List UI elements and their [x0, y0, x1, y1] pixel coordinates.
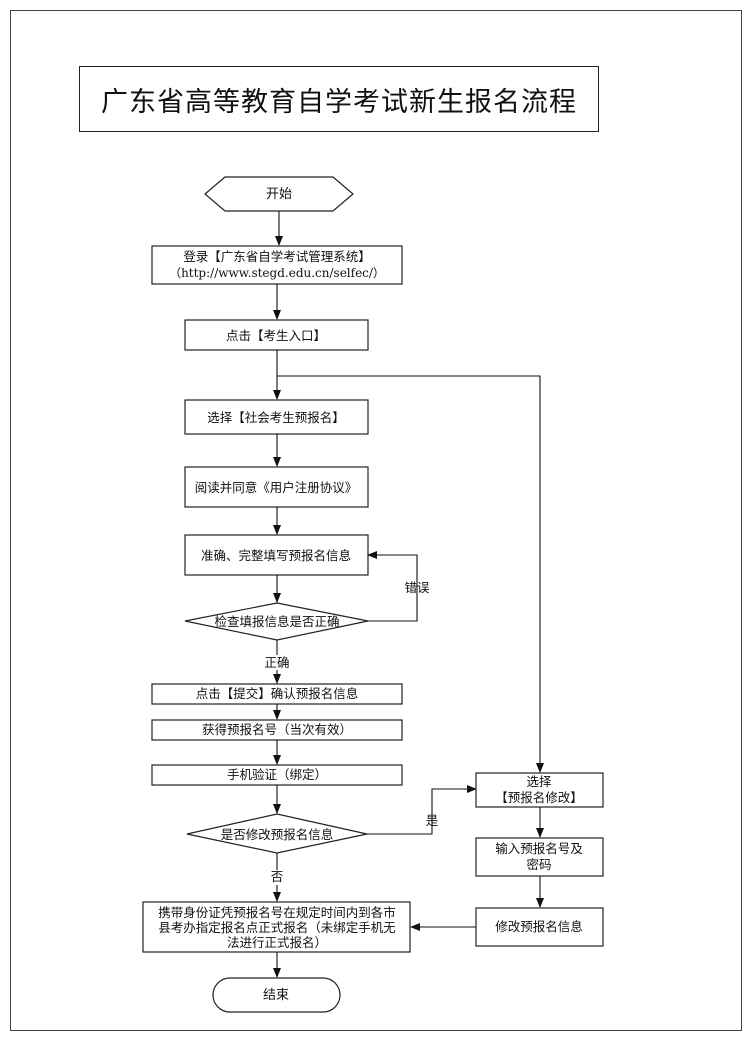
modify-question-label: 是否修改预报名信息 [221, 827, 334, 842]
get-number-label: 获得预报名号（当次有效） [202, 722, 352, 737]
login-label-line2: （http://www.stegd.edu.cn/selfec/） [169, 266, 385, 280]
start-node: 开始 [204, 176, 354, 212]
page-title: 广东省高等教育自学考试新生报名流程 [79, 66, 599, 132]
select-modify-node: 选择 【预报名修改】 [475, 772, 604, 808]
bring-id-label-line2: 县考办指定报名点正式报名（未绑定手机无 [158, 920, 396, 935]
page-border [10, 10, 742, 1031]
select-social-label: 选择【社会考生预报名】 [207, 410, 345, 425]
modify-question-diamond: 是否修改预报名信息 [186, 813, 368, 854]
end-label: 结束 [263, 988, 289, 1003]
yes-label: 是 [426, 813, 439, 828]
no-label: 否 [271, 869, 284, 884]
phone-verify-node: 手机验证（绑定） [151, 764, 403, 786]
select-modify-label-line1: 选择 [526, 774, 552, 789]
click-entry-node: 点击【考生入口】 [184, 319, 369, 351]
start-label: 开始 [266, 187, 292, 202]
click-submit-node: 点击【提交】确认预报名信息 [151, 683, 403, 705]
select-modify-label-line2: 【预报名修改】 [495, 790, 583, 805]
read-agree-label: 阅读并同意《用户注册协议》 [195, 480, 358, 495]
arrow-entry-selectmodify [277, 375, 544, 773]
click-entry-label: 点击【考生入口】 [226, 328, 326, 343]
login-node: 登录【广东省自学考试管理系统】 （http://www.stegd.edu.cn… [151, 245, 403, 285]
end-node: 结束 [212, 977, 341, 1013]
select-social-node: 选择【社会考生预报名】 [184, 399, 369, 435]
check-info-label: 检查填报信息是否正确 [214, 614, 339, 629]
login-label-line1: 登录【广东省自学考试管理系统】 [183, 249, 371, 264]
fill-info-label: 准确、完整填写预报名信息 [201, 548, 351, 563]
bring-id-label-line1: 携带身份证凭预报名号在规定时间内到各市 [158, 905, 396, 920]
modify-info-label: 修改预报名信息 [495, 919, 583, 934]
yes-branch: 是 [367, 785, 477, 835]
bring-id-label-line3: 法进行正式报名） [227, 935, 327, 950]
phone-verify-label: 手机验证（绑定） [227, 767, 327, 782]
error-label: 错误 [404, 580, 430, 595]
fill-info-node: 准确、完整填写预报名信息 [184, 534, 369, 576]
bring-id-node: 携带身份证凭预报名号在规定时间内到各市 县考办指定报名点正式报名（未绑定手机无 … [142, 901, 411, 953]
get-number-node: 获得预报名号（当次有效） [151, 719, 403, 741]
click-submit-label: 点击【提交】确认预报名信息 [196, 686, 359, 701]
check-info-diamond: 检查填报信息是否正确 [184, 602, 369, 641]
main-connectors [273, 211, 544, 978]
error-loop: 错误 [367, 551, 430, 622]
input-number-node: 输入预报名号及 密码 [475, 837, 604, 877]
read-agree-node: 阅读并同意《用户注册协议》 [184, 466, 369, 508]
correct-label: 正确 [264, 655, 289, 670]
modify-info-node: 修改预报名信息 [475, 907, 604, 947]
input-number-label-line2: 密码 [526, 857, 551, 872]
input-number-label-line1: 输入预报名号及 [495, 841, 583, 856]
